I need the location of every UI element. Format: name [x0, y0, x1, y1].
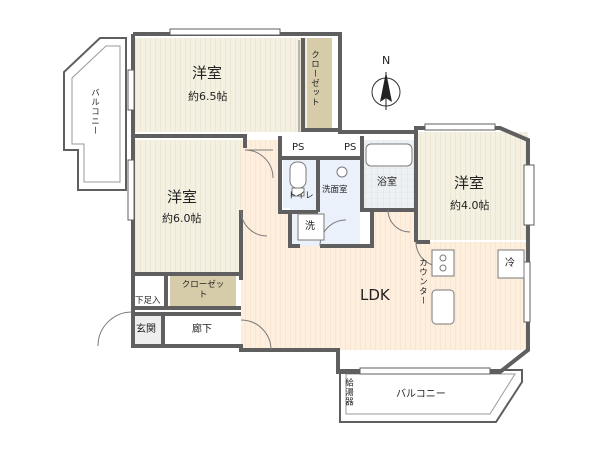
bedroom-w-name: 洋室 — [167, 188, 198, 206]
closet-w-floor — [170, 276, 236, 306]
hallway-label: 廊下 — [192, 324, 212, 335]
compass-icon — [371, 72, 401, 110]
balcony-west — [63, 37, 127, 191]
water-heater-label: 給湯器 — [343, 378, 354, 407]
hallway-floor — [163, 314, 241, 346]
compass-label: N — [382, 54, 391, 67]
ldk-floor — [241, 140, 527, 350]
ldk-name: LDK — [360, 286, 390, 304]
ps-left-label: PS — [292, 142, 305, 153]
windows — [127, 28, 535, 375]
bedroom-nw-size: 約6.5帖 — [188, 90, 228, 103]
closet-nw-label: クローゼット — [309, 50, 320, 107]
bedroom-e-name: 洋室 — [454, 174, 485, 192]
walls — [131, 32, 530, 374]
bedroom-nw-floor — [133, 38, 307, 132]
balcony-west-label: バルコニー — [89, 88, 100, 136]
bedroom-e-size: 約4.0帖 — [450, 199, 490, 212]
fixtures — [289, 143, 525, 325]
doors — [97, 40, 441, 351]
washer-label: 洗 — [305, 221, 315, 232]
balcony-south-label: バルコニー — [396, 389, 446, 400]
bathroom-label: 浴室 — [377, 177, 397, 188]
closet-w-label: クローゼット — [181, 280, 225, 300]
counter-label: カウンター — [417, 258, 428, 306]
ps-right-label: PS — [344, 142, 357, 153]
entrance-floor — [133, 314, 163, 346]
shoe-storage-label: 下足入 — [135, 296, 161, 306]
bedroom-w-floor — [133, 140, 241, 275]
closet-nw-floor — [307, 38, 332, 132]
toilet-label: トイレ — [288, 191, 314, 201]
fridge-label: 冷 — [505, 258, 515, 269]
bedroom-e-floor — [418, 132, 528, 240]
washroom-label: 洗面室 — [322, 185, 348, 195]
bedroom-nw-name: 洋室 — [192, 64, 223, 82]
bedroom-w-size: 約6.0帖 — [162, 212, 202, 225]
entrance-label: 玄関 — [136, 324, 156, 335]
